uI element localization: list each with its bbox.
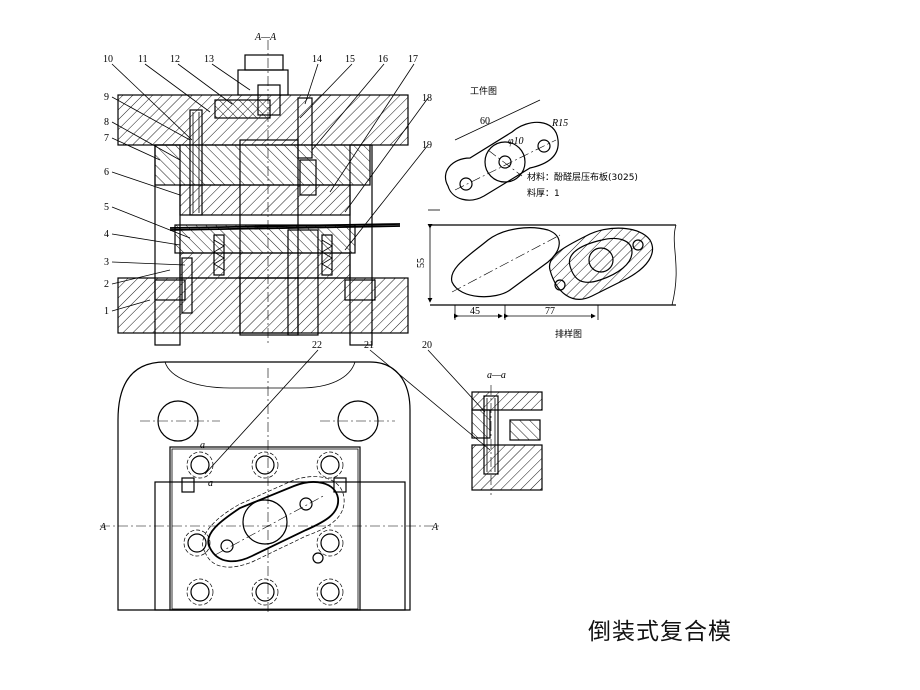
dimension-77: 77	[545, 306, 555, 317]
part-number-1: 1	[104, 306, 109, 317]
dimension-phi10: φ10	[508, 136, 524, 147]
part-number-15: 15	[345, 54, 355, 65]
section-view-a-a: a—a	[471, 370, 543, 495]
strip-layout-drawing: 55 45 77 排样图	[416, 224, 677, 340]
part-number-8: 8	[104, 117, 109, 128]
part-number-11: 11	[138, 54, 148, 65]
dimension-55: 55	[416, 258, 427, 268]
dimension-R15: R15	[551, 118, 568, 129]
part-number-21: 21	[364, 340, 374, 351]
part-number-22: 22	[312, 340, 322, 351]
section-marker-A-right: A	[431, 522, 439, 533]
part-number-14: 14	[312, 54, 322, 65]
part-number-18: 18	[422, 93, 432, 104]
section-label-small: a—a	[487, 370, 506, 381]
part-number-19: 19	[422, 140, 432, 151]
dimension-45: 45	[470, 306, 480, 317]
section-marker-a-top: a	[200, 440, 205, 451]
part-number-5: 5	[104, 202, 109, 213]
part-number-10: 10	[103, 54, 113, 65]
part-number-3: 3	[104, 257, 109, 268]
part-number-13: 13	[204, 54, 214, 65]
workpiece-drawing: 工件图 60 R15 φ10 材料：酚醛层压布板(3025) 料厚：1	[444, 85, 638, 201]
material-note: 材料：酚醛层压布板(3025)	[527, 171, 638, 183]
part-number-16: 16	[378, 54, 388, 65]
part-number-17: 17	[408, 54, 418, 65]
workpiece-title: 工件图	[470, 85, 497, 97]
part-number-7: 7	[104, 133, 109, 144]
layout-title: 排样图	[555, 328, 582, 340]
part-number-9: 9	[104, 92, 109, 103]
part-number-12: 12	[170, 54, 180, 65]
part-number-20: 20	[422, 340, 432, 351]
part-number-6: 6	[104, 167, 109, 178]
thickness-note: 料厚：1	[527, 187, 560, 199]
section-view-A-A	[111, 40, 440, 346]
plan-view: A A a a	[99, 349, 491, 612]
drawing-caption: 倒装式复合模	[588, 619, 732, 645]
section-label-main: A—A	[254, 32, 277, 43]
part-number-4: 4	[104, 229, 109, 240]
section-marker-A-left: A	[99, 522, 107, 533]
dimension-60: 60	[480, 116, 490, 127]
section-marker-a-bottom: a	[208, 478, 213, 489]
part-number-2: 2	[104, 279, 109, 290]
part-number-labels: 10 11 12 13 14 15 16 17 18 19 9 8 7 6 5 …	[103, 32, 432, 351]
